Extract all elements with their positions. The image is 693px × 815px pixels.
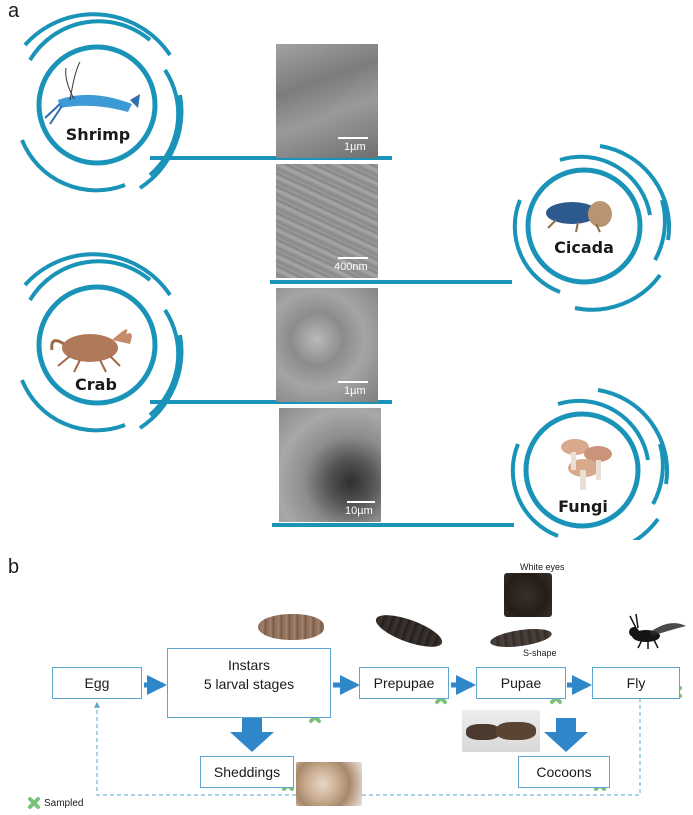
pupa-white-eyes-photo [504, 573, 552, 617]
larval-stages-label: 5 larval stages [203, 676, 295, 692]
fly-photo [629, 613, 686, 649]
scale-label: 1µm [344, 141, 366, 153]
panel-a-label: a [8, 0, 20, 22]
prepupae-box: Prepupae [359, 667, 449, 699]
fungi-illustration [561, 439, 612, 490]
sheddings-box: Sheddings [200, 756, 294, 788]
instars-label: Instars [227, 657, 270, 673]
pupae-label: Pupae [500, 675, 542, 691]
egg-box: Egg [52, 667, 142, 699]
shrimp-illustration [44, 61, 140, 125]
sem-image-crab: 1µm [276, 288, 378, 402]
scale-bar [338, 137, 368, 139]
shrimp-label: Shrimp [65, 125, 131, 144]
cicada-ring [512, 144, 672, 312]
sampled-legend-label: Sampled [44, 798, 84, 809]
prepupae-label: Prepupae [373, 675, 435, 691]
down-arrow-sheddings [230, 718, 274, 752]
crab-illustration [50, 329, 132, 373]
panel-b-label: b [8, 556, 20, 578]
crab-ring [20, 252, 184, 433]
instars-box: Instars 5 larval stages [167, 648, 331, 718]
scale-label: 400nm [334, 261, 368, 273]
cocoons-label: Cocoons [536, 764, 592, 780]
scale-label: 1µm [344, 385, 366, 397]
scale-bar [338, 381, 368, 383]
cocoon-shape [466, 724, 500, 740]
dashed-return-loop [94, 698, 641, 796]
scale-bar [347, 501, 375, 503]
sheddings-photo [296, 762, 362, 806]
shrimp-ring [20, 12, 184, 193]
pupae-box: Pupae [476, 667, 566, 699]
s-shape-label: S-shape [523, 648, 557, 658]
larva-photo [258, 614, 324, 640]
sheddings-label: Sheddings [213, 764, 281, 780]
sem-image-cicada: 400nm [276, 164, 378, 278]
sem-image-shrimp: 1µm [276, 44, 378, 158]
fly-box: Fly [592, 667, 680, 699]
panel-a-diagram [20, 12, 672, 540]
cicada-label: Cicada [554, 238, 614, 257]
egg-label: Egg [84, 675, 110, 691]
down-arrow-cocoons [544, 718, 588, 752]
scale-label: 10µm [345, 505, 373, 517]
sem-image-fungi: 10µm [279, 408, 381, 522]
fungi-ring [510, 388, 670, 540]
cicada-illustration [546, 201, 612, 233]
fungi-label: Fungi [558, 497, 608, 516]
fly-label: Fly [626, 675, 646, 691]
crab-label: Crab [75, 375, 117, 394]
cocoons-photo [462, 710, 540, 752]
white-eyes-label: White eyes [520, 562, 565, 572]
cocoon-shape [496, 722, 536, 740]
cocoons-box: Cocoons [518, 756, 610, 788]
scale-bar [338, 257, 368, 259]
